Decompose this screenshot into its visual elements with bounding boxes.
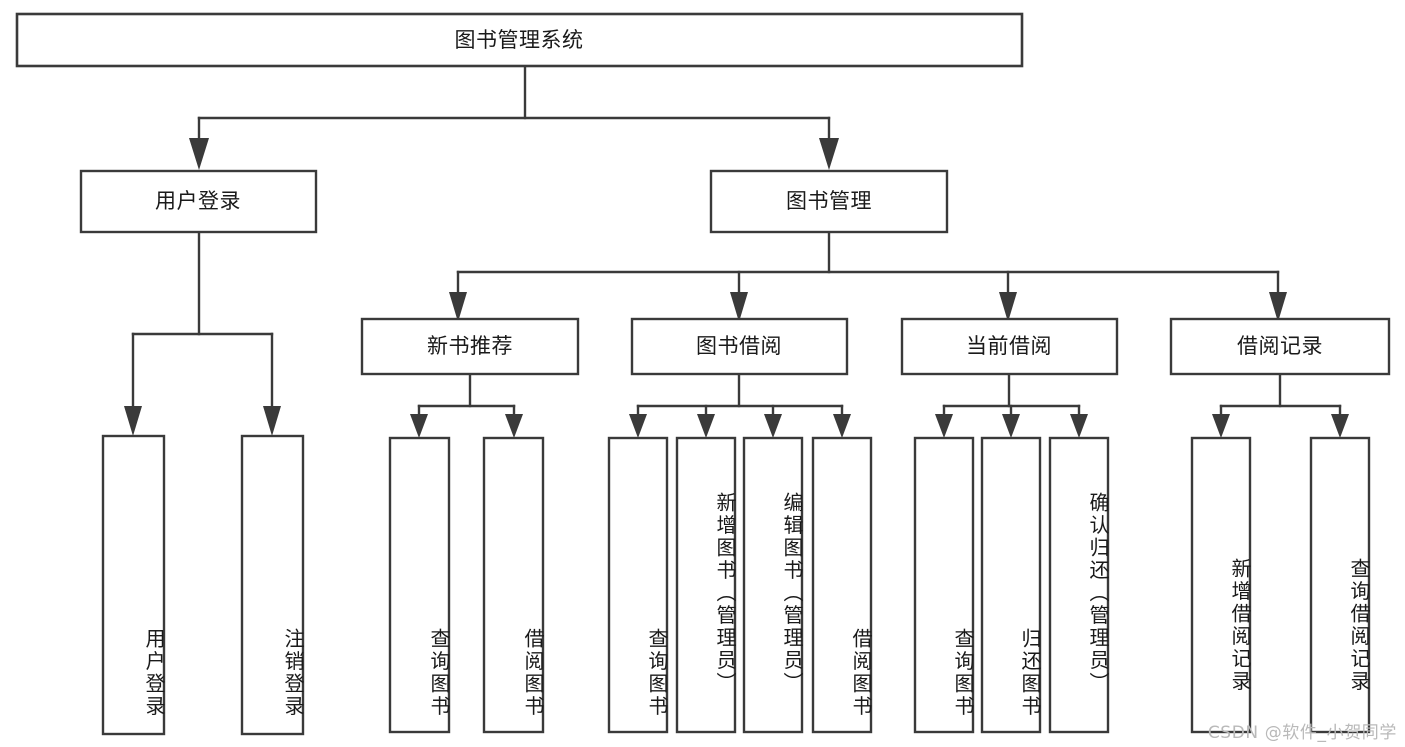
arrowhead-leaf-return-book xyxy=(1002,414,1020,438)
node-leaf-edit-book-box[interactable] xyxy=(742,436,804,734)
csdn-watermark: CSDN @软件_小贺同学 xyxy=(1207,723,1397,743)
arrowhead-leaf-add-record xyxy=(1212,414,1230,438)
arrowhead-book-manage xyxy=(819,138,839,170)
node-current-borrow-label: 当前借阅 xyxy=(966,334,1052,358)
arrowhead-new-book-recommend xyxy=(449,292,467,322)
node-borrow-record-label: 借阅记录 xyxy=(1237,334,1323,358)
arrowhead-leaf-add-book xyxy=(697,414,715,438)
arrowhead-layer xyxy=(124,138,1349,438)
node-layer: 图书管理系统 用户登录 图书管理 新书推荐 图书借阅 当前借阅 借阅记录 xyxy=(15,12,1391,736)
arrowhead-user-login xyxy=(189,138,209,170)
arrowhead-leaf-query-book-2 xyxy=(629,414,647,438)
node-current-borrow-box[interactable] xyxy=(900,317,1119,376)
arrowhead-leaf-borrow-book-2 xyxy=(833,414,851,438)
node-book-manage-box[interactable] xyxy=(709,169,949,234)
node-root-label: 图书管理系统 xyxy=(455,28,584,52)
node-leaf-user-logout-box[interactable] xyxy=(240,434,305,736)
node-user-login-box[interactable] xyxy=(79,169,318,234)
node-leaf-query-book-1-box[interactable] xyxy=(388,436,451,734)
arrowhead-leaf-user-logout xyxy=(263,406,281,436)
arrowhead-current-borrow xyxy=(999,292,1017,322)
node-leaf-add-record-box[interactable] xyxy=(1190,436,1252,734)
node-leaf-query-record-box[interactable] xyxy=(1309,436,1371,734)
arrowhead-leaf-confirm-return xyxy=(1070,414,1088,438)
node-leaf-query-book-3-box[interactable] xyxy=(913,436,975,734)
arrowhead-book-borrow xyxy=(730,292,748,322)
node-new-book-recommend-label: 新书推荐 xyxy=(427,334,513,358)
node-leaf-add-book-box[interactable] xyxy=(675,436,737,734)
node-root-box[interactable] xyxy=(15,12,1024,68)
arrowhead-borrow-record xyxy=(1269,292,1287,322)
node-leaf-user-login-box[interactable] xyxy=(101,434,166,736)
arrowhead-leaf-query-record xyxy=(1331,414,1349,438)
arrowhead-leaf-query-book-3 xyxy=(935,414,953,438)
node-book-borrow-label: 图书借阅 xyxy=(696,334,782,358)
node-book-manage-label: 图书管理 xyxy=(786,189,872,213)
node-leaf-borrow-book-2-box[interactable] xyxy=(811,436,873,734)
node-new-book-recommend-box[interactable] xyxy=(360,317,580,376)
node-book-borrow-box[interactable] xyxy=(630,317,849,376)
arrowhead-leaf-query-book-1 xyxy=(410,414,428,438)
arrowhead-leaf-user-login xyxy=(124,406,142,436)
node-leaf-confirm-return-box[interactable] xyxy=(1048,436,1110,734)
arrowhead-leaf-edit-book xyxy=(764,414,782,438)
node-leaf-query-book-2-box[interactable] xyxy=(607,436,669,734)
node-leaf-return-book-box[interactable] xyxy=(980,436,1042,734)
arrowhead-leaf-borrow-book-1 xyxy=(505,414,523,438)
node-leaf-borrow-book-1-box[interactable] xyxy=(482,436,545,734)
node-user-login-label: 用户登录 xyxy=(155,189,241,213)
node-borrow-record-box[interactable] xyxy=(1169,317,1391,376)
